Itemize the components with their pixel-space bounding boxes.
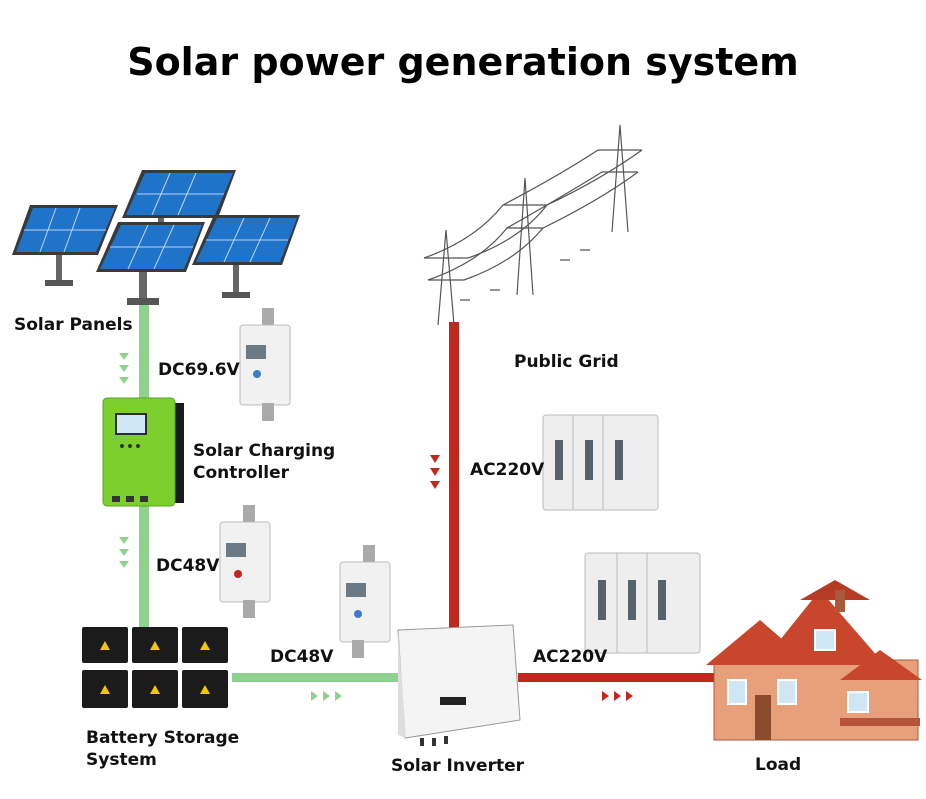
triangle-arrow-icon: [626, 691, 633, 701]
ac-load-voltage-label: AC220V: [533, 647, 608, 667]
ac-line-inverter-to-load: [518, 673, 718, 682]
dc-line-battery-to-inverter: [232, 673, 410, 682]
ac-lines: [449, 322, 718, 682]
triangle-arrow-icon: [119, 377, 129, 384]
triangle-arrow-icon: [311, 691, 318, 701]
dc-panel-voltage-label: DC69.6V: [158, 360, 240, 380]
triangle-arrow-icon: [119, 549, 129, 556]
public-grid-label: Public Grid: [514, 352, 619, 372]
solar-panels-icon: [12, 170, 300, 305]
solar-inverter-icon: [397, 624, 521, 746]
triangle-arrow-icon: [602, 691, 609, 701]
triangle-arrow-icon: [119, 561, 129, 568]
din-rail-energy-meter-icon: [239, 308, 291, 421]
page-title: Solar power generation system: [127, 40, 799, 84]
ac-line-grid-to-inverter: [449, 322, 459, 630]
solar-inverter-label: Solar Inverter: [391, 756, 524, 776]
load-label: Load: [755, 755, 802, 775]
flow-arrows-load: [602, 691, 633, 701]
triangle-arrow-icon: [614, 691, 621, 701]
dc-controller-voltage-label: DC48V: [156, 556, 220, 576]
flow-arrows-panels: [119, 353, 129, 384]
triangle-arrow-icon: [119, 537, 129, 544]
solar-panel-back-left: [12, 205, 118, 286]
triangle-arrow-icon: [119, 353, 129, 360]
transmission-tower-icon: [423, 124, 643, 326]
solar-charging-controller-icon: [102, 397, 184, 507]
house-icon: [706, 580, 922, 741]
three-module-meter-icon: [584, 552, 701, 654]
flow-arrows-battery: [311, 691, 342, 701]
ac-grid-voltage-label: AC220V: [470, 460, 545, 480]
din-rail-energy-meter-icon: [219, 505, 271, 618]
panel-grid-lines: [24, 172, 288, 270]
flow-arrows-grid: [430, 455, 440, 489]
three-module-meter-icon: [542, 414, 659, 511]
din-rail-energy-meter-icon: [339, 545, 391, 658]
charging-controller-label-line2: Controller: [193, 463, 290, 483]
flow-arrows-controller: [119, 537, 129, 568]
battery-label-line1: Battery Storage: [86, 728, 240, 748]
battery-label-line2: System: [86, 750, 157, 770]
triangle-arrow-icon: [119, 365, 129, 372]
solar-panel-front-center: [96, 222, 205, 305]
battery-storage-icon: [82, 627, 228, 708]
solar-panel-right: [192, 215, 300, 298]
triangle-arrow-icon: [335, 691, 342, 701]
triangle-arrow-icon: [430, 455, 440, 463]
dc-battery-voltage-label: DC48V: [270, 647, 334, 667]
triangle-arrow-icon: [323, 691, 330, 701]
triangle-arrow-icon: [430, 468, 440, 476]
solar-panels-label: Solar Panels: [14, 315, 133, 335]
charging-controller-label-line1: Solar Charging: [193, 441, 336, 461]
triangle-arrow-icon: [430, 481, 440, 489]
